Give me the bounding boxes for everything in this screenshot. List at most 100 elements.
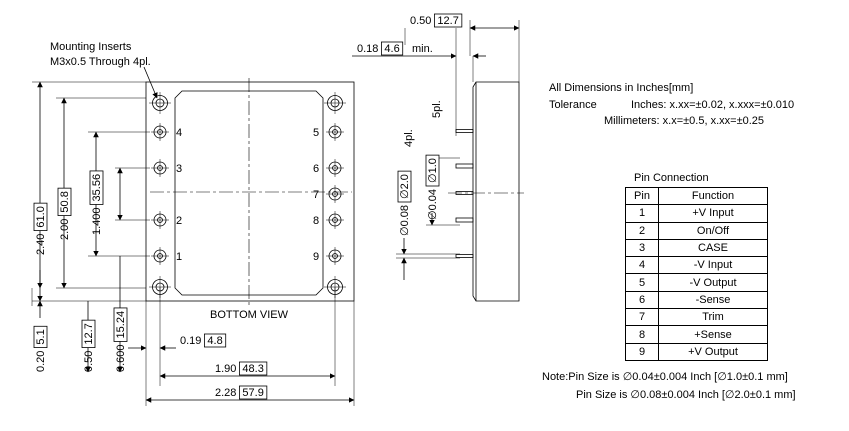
pin-number: 7 [625, 308, 659, 327]
pin-label-5: 5 [313, 127, 319, 139]
pin-function: Trim [658, 308, 768, 327]
pin-function: +V Output [658, 342, 768, 361]
dim-pin-large-count: 4pl. [403, 129, 415, 147]
dim-depth-total-text-inch: 0.50 [410, 15, 431, 27]
table-row: 9+V Output [625, 342, 768, 361]
dim-width-total-text-box [239, 385, 268, 400]
pin-function: On/Off [658, 221, 768, 240]
dim-width-offset-text-mm: 4.8 [207, 335, 222, 347]
function-column-header: Function [658, 186, 768, 206]
dim-bottom-pin-text-inch: 0.600 [115, 344, 127, 372]
dim-width-total-text-mm: 57.9 [242, 387, 263, 399]
dim-pin-length-text-mm: 4.6 [384, 43, 399, 55]
pin-number: 8 [625, 325, 659, 344]
dim-width-inner-text-mm: 48.3 [242, 363, 263, 375]
pin-number: 1 [625, 204, 659, 223]
dim-width-total-text: 2.28 57.9 [215, 385, 268, 400]
dim-pin-large-text: ∅0.08 ∅2.0 [397, 170, 412, 236]
dim-bottom-offset-text-mm: 5.1 [35, 329, 47, 344]
dim-height-total-text-mm: 61.0 [35, 206, 47, 227]
table-row: 6-Sense [625, 290, 768, 310]
dim-bottom-mid-text: 0.50 12.7 [81, 319, 96, 372]
side-pin [455, 217, 474, 223]
pin-table-title: Pin Connection [634, 172, 709, 184]
pin-label-6: 6 [313, 163, 319, 175]
pin-size-note-large: Pin Size is ∅0.08±0.004 Inch [∅2.0±0.1 m… [576, 389, 796, 401]
dim-depth-total-text-box [434, 13, 463, 28]
dim-height-inner-text-box [57, 187, 72, 216]
pin-label-3: 3 [176, 163, 182, 175]
dim-pitch-span-text-mm: 35.56 [91, 174, 103, 202]
dim-bottom-mid-text-inch: 0.50 [83, 351, 95, 372]
mounting-label-line2: M3x0.5 Through 4pl. [50, 56, 151, 68]
dim-depth-total-text-mm: 12.7 [437, 15, 458, 27]
dim-height-inner-text-mm: 50.8 [59, 191, 71, 212]
pin-label-1: 1 [176, 251, 182, 263]
module-outline [145, 81, 355, 302]
tolerance-label: Tolerance [549, 99, 597, 111]
dim-width-offset-text-inch: 0.19 [180, 335, 201, 347]
tolerance-inches: Inches: x.xx=±0.02, x.xxx=±0.010 [631, 99, 795, 111]
dim-pin-small-text: ∅0.04 ∅1.0 [425, 154, 440, 220]
dim-pin-length-suffix: min. [412, 43, 433, 55]
pin-label-2: 2 [176, 215, 182, 227]
dim-height-inner-text-inch: 2.00 [59, 219, 71, 240]
pin-column-header: Pin [625, 186, 659, 206]
table-row: 4-V Input [625, 256, 768, 275]
dim-bottom-pin-text-box [113, 307, 128, 342]
mounting-leader [143, 66, 158, 99]
pin-function: +Sense [658, 325, 768, 344]
pin-label-4: 4 [176, 127, 182, 139]
pin-number: 5 [625, 273, 659, 292]
dim-pin-length-text-box [381, 41, 404, 56]
dim-pitch-span-text: 1.400 35.56 [89, 170, 104, 235]
dim-pin-large-text-mm: ∅2.0 [399, 174, 411, 199]
dim-pitch-span-text-inch: 1.400 [91, 207, 103, 235]
bottom-view-label: BOTTOM VIEW [210, 309, 289, 321]
pin-label-9: 9 [313, 251, 319, 263]
pin-number: 9 [625, 342, 659, 361]
dim-bottom-mid-text-mm: 12.7 [83, 323, 95, 344]
inner-outline [174, 90, 324, 296]
dim-bottom-offset-text: 0.20 5.1 [33, 325, 48, 372]
dim-pin-length-text: 0.18 4.6 [357, 41, 404, 56]
dim-pin-length-text-inch: 0.18 [357, 43, 378, 55]
side-view-body [472, 81, 520, 302]
dim-pin-small-text-box [425, 154, 440, 187]
table-row: 8+Sense [625, 325, 768, 344]
dim-bottom-offset-text-inch: 0.20 [35, 351, 47, 372]
tolerance-millimeters: Millimeters: x.x=±0.5, x.xx=±0.25 [604, 115, 765, 127]
dim-depth-total-text: 0.50 12.7 [410, 13, 463, 28]
pin-size-note-small: Note:Pin Size is ∅0.04±0.004 Inch [∅1.0±… [542, 371, 788, 383]
pin-number: 6 [625, 290, 659, 310]
pin-function: -V Output [658, 273, 768, 292]
pin-number: 4 [625, 256, 659, 275]
dim-pin-small-count: 5pl. [431, 100, 443, 118]
dim-pin-small-text-mm: ∅1.0 [427, 158, 439, 183]
dim-width-inner-text-box [239, 361, 268, 376]
dim-width-total-text-inch: 2.28 [215, 387, 236, 399]
dim-width-offset-text: 0.19 4.8 [180, 333, 227, 348]
dimensions-units-note: All Dimensions in Inches[mm] [549, 82, 694, 94]
pin-function: +V Input [658, 204, 768, 223]
dim-pin-small-text-inch: ∅0.04 [427, 189, 439, 220]
table-row: 1+V Input [625, 204, 768, 223]
dim-pin-large-text-inch: ∅0.08 [399, 205, 411, 236]
dim-bottom-mid-text-box [81, 319, 96, 348]
table-row: 5-V Output [625, 273, 768, 292]
side-pin [455, 163, 474, 169]
pin-function: -Sense [658, 290, 768, 310]
dim-height-total-text-box [33, 202, 48, 231]
pin-function: -V Input [658, 256, 768, 275]
dim-width-offset-text-box [204, 333, 227, 348]
dim-bottom-offset-text-box [33, 325, 48, 348]
dim-pin-large-text-box [397, 170, 412, 203]
dim-pitch-span-text-box [89, 170, 104, 205]
